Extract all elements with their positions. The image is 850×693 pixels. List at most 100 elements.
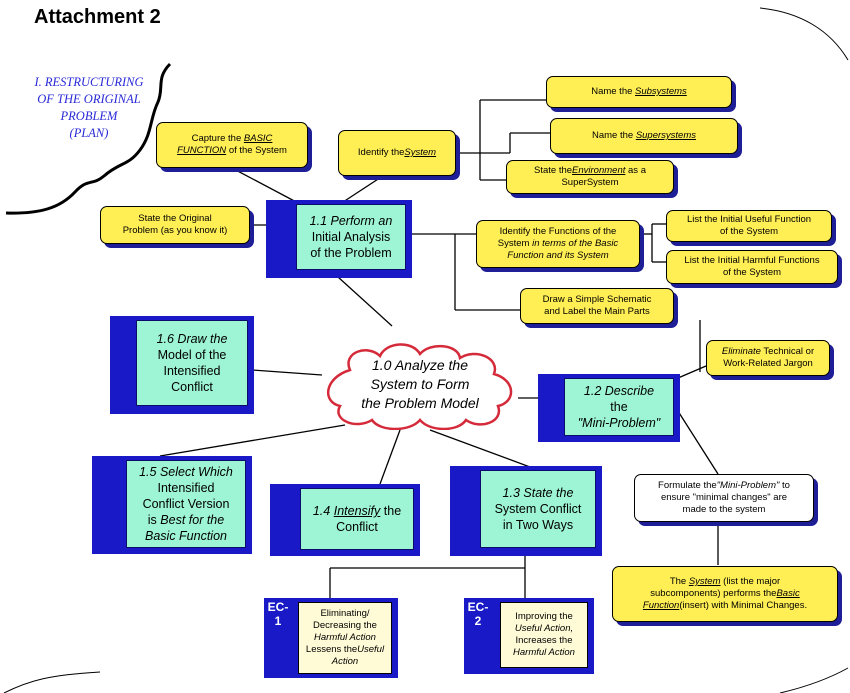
identify-functions-box: Identify the Functions of the System in … [476,220,640,268]
plan-line-1: I. RESTRUCTURING [34,75,144,89]
supersystems-text-b: Supersystems [635,130,696,141]
state-environment-box: State theEnvironment as a SuperSystem [506,160,674,194]
harmful-line-2: of the System [722,267,782,278]
ec-1-label: EC- 1 [264,600,292,628]
ec-1-line-1: Eliminating/ [320,608,370,619]
capture-text-c: FUNCTION [177,145,227,156]
harmful-line-1: List the Initial Harmful Functions [684,255,820,266]
plan-line-2: OF THE ORIGINAL [37,92,141,106]
ec-2-label: EC- 2 [464,600,492,628]
step-1-5-line-4a: is [147,513,157,527]
ec-1-line-4b: Useful [357,644,385,655]
step-1-2-box: 1.2 Describe the "Mini-Problem" [538,374,680,442]
formulate-line-3: made to the system [682,504,766,515]
step-1-5-box: 1.5 Select Which Intensified Conflict Ve… [92,456,252,554]
environment-text-d: SuperSystem [561,177,619,188]
step-1-1-line-3: of the Problem [310,246,392,260]
systemfn-line-2a: subcomponents) performs the [650,588,777,599]
step-1-6-line-1: 1.6 Draw the [156,332,228,346]
step-1-1-box: 1.1 Perform an Initial Analysis of the P… [266,200,412,278]
formulate-text-a: Formulate the [658,480,717,491]
original-line-1: State the Original [138,213,212,224]
step-1-2-line-2: the [610,400,628,414]
subsystems-text-a: Name the [591,86,633,97]
step-1-6-line-3: Intensified [163,364,221,378]
ec-1-label-2: 1 [274,614,282,628]
systemfn-line-3a: Function [642,600,680,611]
systemfn-text-a: The [669,576,687,587]
systemfn-text-c: (list the major [723,576,781,587]
functions-line-2a: System [497,238,530,249]
step-1-5-line-3: Conflict Version [142,497,230,511]
ec-2-label-1: EC- [467,600,489,614]
step-1-1-line-2: Initial Analysis [311,230,391,244]
list-harmful-functions-box: List the Initial Harmful Functions of th… [666,250,838,284]
step-1-5-line-4b: Best for the [160,513,225,527]
ec-2-box: EC- 2 Improving the Useful Action, Incre… [464,598,594,674]
plan-line-3: PROBLEM [60,109,118,123]
page-title: Attachment 2 [34,6,161,28]
analyze-cloud-text: 1.0 Analyze the System to Form the Probl… [330,356,510,413]
center-line-1: 1.0 Analyze the [372,357,468,373]
step-1-4-emph: Intensify [333,504,381,518]
ec-2-line-2: Useful Action, [514,623,574,634]
plan-line-4: (PLAN) [69,126,109,140]
schematic-line-2: and Label the Main Parts [544,306,650,317]
systemfn-line-2b: Basic [776,588,800,599]
identify-system-box: Identify theSystem [338,130,456,176]
ec-2-line-4: Harmful Action [513,647,575,658]
step-1-1-line-1: 1.1 Perform an [309,214,393,228]
jargon-text-a: Eliminate [721,346,761,357]
step-1-5-line-1: 1.5 Select Which [139,465,233,479]
formulate-mini-problem-box: Formulate the"Mini-Problem" to ensure "m… [634,474,814,522]
ec-1-line-2: Decreasing the [313,620,377,631]
subsystems-text-b: Subsystems [635,86,687,97]
step-1-6-line-4: Conflict [171,380,213,394]
step-1-3-line-2: System Conflict [494,502,582,516]
step-1-4-line-2: Conflict [336,520,378,534]
formulate-text-c: to [782,480,790,491]
systemfn-line-3b: (insert) with Minimal Changes. [679,600,808,611]
step-1-4-box: 1.4 Intensify the Conflict [270,484,420,556]
capture-basic-function-box: Capture the BASIC FUNCTION of the System [156,122,308,168]
ec-1-box: EC- 1 Eliminating/ Decreasing the Harmfu… [264,598,398,678]
plan-label: I. RESTRUCTURING OF THE ORIGINAL PROBLEM… [14,74,164,142]
capture-text-d: of the System [228,145,287,156]
ec-2-text: Improving the Useful Action, Increases t… [500,602,588,668]
ec-1-text: Eliminating/ Decreasing the Harmful Acti… [298,602,392,674]
functions-line-3: Function and its System [507,250,609,261]
identify-text-b: System [404,147,437,158]
environment-text-a: State the [534,165,573,176]
center-line-2: System to Form [370,376,470,392]
draw-schematic-box: Draw a Simple Schematic and Label the Ma… [520,288,674,324]
step-1-4-rest: the [383,504,402,518]
step-1-6-box: 1.6 Draw the Model of the Intensified Co… [110,316,254,414]
center-line-3: the Problem Model [361,395,479,411]
state-original-problem-box: State the Original Problem (as you know … [100,206,250,244]
supersystems-text-a: Name the [591,130,634,141]
ec-1-line-5: Action [331,656,359,667]
step-1-6-line-2: Model of the [157,348,227,362]
ec-1-label-1: EC- [267,600,289,614]
step-1-4-num: 1.4 [312,504,331,518]
functions-line-2b: in terms of the Basic [532,238,619,249]
ec-1-line-4a: Lessens the [305,644,358,655]
functions-line-1: Identify the Functions of the [499,226,617,237]
capture-text-b: BASIC [243,133,273,144]
systemfn-text-b: System [688,576,721,587]
environment-text-b: Environment [572,165,626,176]
ec-1-line-3: Harmful Action [314,632,376,643]
environment-text-c: as a [628,165,646,176]
step-1-5-line-2: Intensified [157,481,215,495]
name-subsystems-box: Name the Subsystems [546,76,732,108]
formulate-line-2: ensure "minimal changes" are [660,492,788,503]
formulate-text-b: "Mini-Problem" [716,480,780,491]
step-1-3-line-3: in Two Ways [502,518,574,532]
list-useful-function-box: List the Initial Useful Function of the … [666,210,832,242]
useful-line-2: of the System [719,226,779,237]
jargon-text-b: Technical or [763,346,815,357]
ec-2-line-1: Improving the [515,611,573,622]
useful-line-1: List the Initial Useful Function [686,214,812,225]
jargon-line-2: Work-Related Jargon [723,358,813,369]
identify-text-a: Identify the [357,147,405,158]
